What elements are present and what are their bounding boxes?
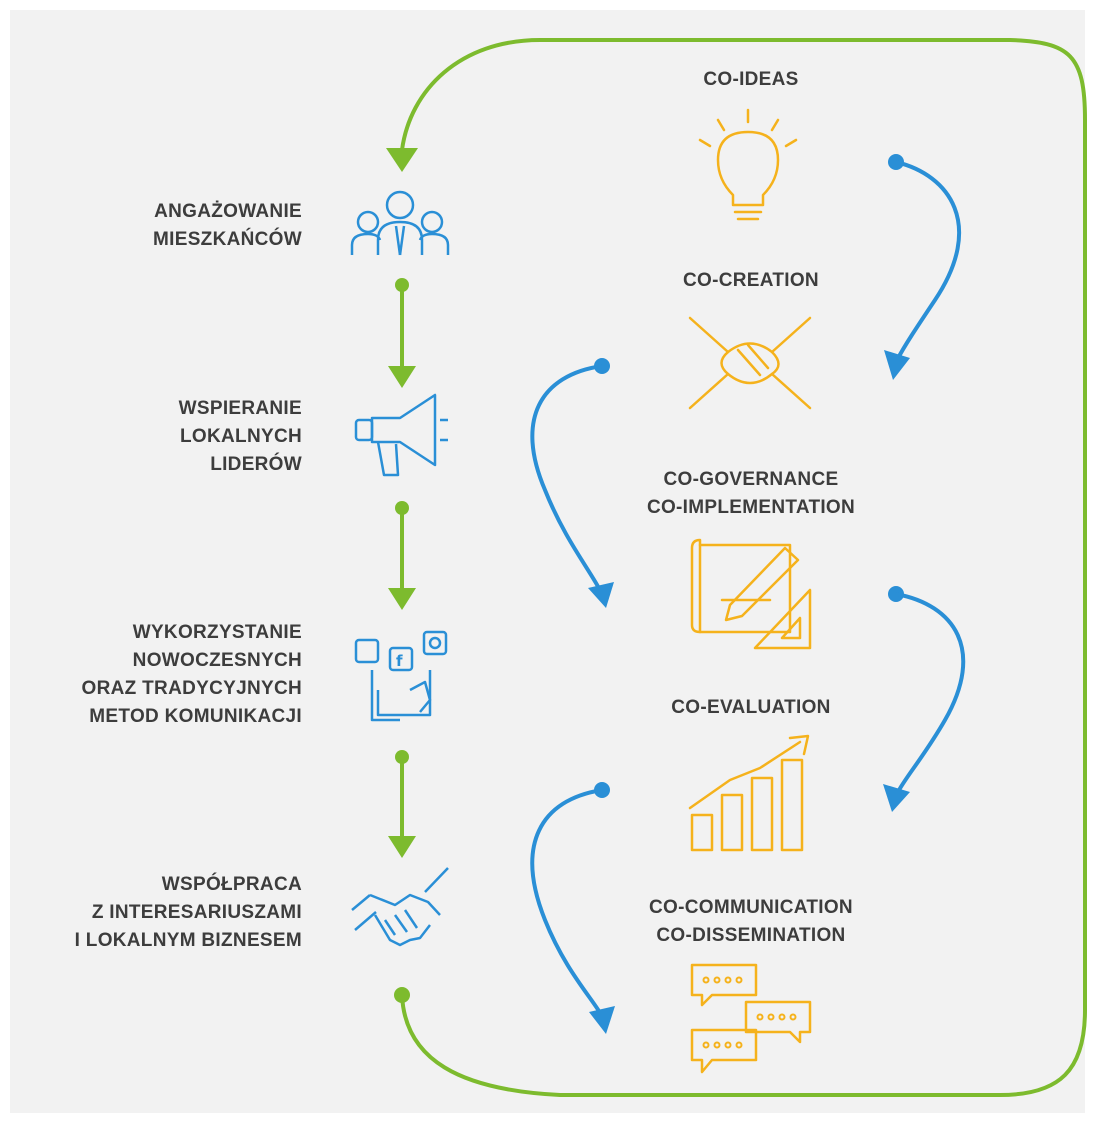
joined-hands-icon bbox=[688, 316, 812, 410]
left-step-3-line-1: WYKORZYSTANIE bbox=[132, 622, 302, 643]
left-step-3-line-4: METOD KOMUNIKACJI bbox=[89, 706, 302, 727]
speech-bubbles-icon bbox=[690, 963, 812, 1074]
lightbulb-icon bbox=[698, 108, 798, 221]
right-stage-3-line-2: CO-IMPLEMENTATION bbox=[646, 497, 856, 518]
left-step-4-line-1: WSPÓŁPRACA bbox=[161, 874, 302, 895]
left-step-label-3: WYKORZYSTANIE NOWOCZESNYCH ORAZ TRADYCYJ… bbox=[2, 619, 302, 731]
blue-arrow-ideas-to-creation bbox=[884, 154, 962, 380]
right-stage-1-line-1: CO-IDEAS bbox=[703, 69, 799, 90]
green-loop-start-dot bbox=[394, 987, 410, 1003]
left-step-1-line-1: ANGAŻOWANIE bbox=[154, 201, 302, 222]
blue-arrow-evaluation-to-communication bbox=[530, 782, 615, 1034]
left-step-2-line-1: WSPIERANIE bbox=[178, 398, 302, 419]
social-media-phone-icon: f bbox=[354, 630, 448, 722]
left-step-4-line-2: Z INTERESARIUSZAMI bbox=[91, 902, 302, 923]
left-step-4-line-3: I LOKALNYM BIZNESEM bbox=[74, 930, 302, 951]
green-arrow-3 bbox=[388, 750, 416, 858]
green-arrow-1 bbox=[388, 278, 416, 388]
left-step-label-4: WSPÓŁPRACA Z INTERESARIUSZAMI I LOKALNYM… bbox=[2, 871, 302, 955]
growth-bar-chart-icon bbox=[688, 734, 810, 852]
blue-arrow-governance-to-evaluation bbox=[883, 586, 966, 812]
right-stage-5-line-1: CO-COMMUNICATION bbox=[649, 897, 853, 918]
people-group-icon bbox=[350, 190, 450, 256]
right-stage-5-line-2: CO-DISSEMINATION bbox=[656, 925, 846, 946]
blue-arrow-creation-to-governance bbox=[530, 358, 614, 608]
blueprint-pencil-icon bbox=[690, 538, 812, 650]
right-stage-label-3: CO-GOVERNANCE CO-IMPLEMENTATION bbox=[591, 466, 911, 522]
right-stage-3-line-1: CO-GOVERNANCE bbox=[663, 469, 839, 490]
right-stage-2-line-1: CO-CREATION bbox=[683, 270, 819, 291]
left-step-label-2: WSPIERANIE LOKALNYCH LIDERÓW bbox=[2, 395, 302, 479]
green-loop-arrowhead bbox=[386, 148, 418, 172]
megaphone-icon bbox=[354, 393, 448, 477]
green-arrow-2 bbox=[388, 501, 416, 610]
right-stage-4-line-1: CO-EVALUATION bbox=[671, 697, 831, 718]
right-stage-label-1: CO-IDEAS bbox=[591, 66, 911, 94]
left-step-label-1: ANGAŻOWANIE MIESZKAŃCÓW bbox=[2, 198, 302, 254]
left-step-1-line-2: MIESZKAŃCÓW bbox=[153, 229, 302, 250]
green-loop-connector bbox=[400, 38, 1087, 1097]
left-step-2-line-2: LOKALNYCH bbox=[180, 426, 302, 447]
left-step-3-line-2: NOWOCZESNYCH bbox=[132, 650, 302, 671]
right-stage-label-5: CO-COMMUNICATION CO-DISSEMINATION bbox=[591, 894, 911, 950]
left-step-3-line-3: ORAZ TRADYCYJNYCH bbox=[81, 678, 302, 699]
svg-text:f: f bbox=[396, 652, 403, 670]
left-step-2-line-3: LIDERÓW bbox=[210, 454, 302, 475]
right-stage-label-2: CO-CREATION bbox=[591, 267, 911, 295]
handshake-icon bbox=[351, 867, 449, 947]
right-stage-label-4: CO-EVALUATION bbox=[591, 694, 911, 722]
